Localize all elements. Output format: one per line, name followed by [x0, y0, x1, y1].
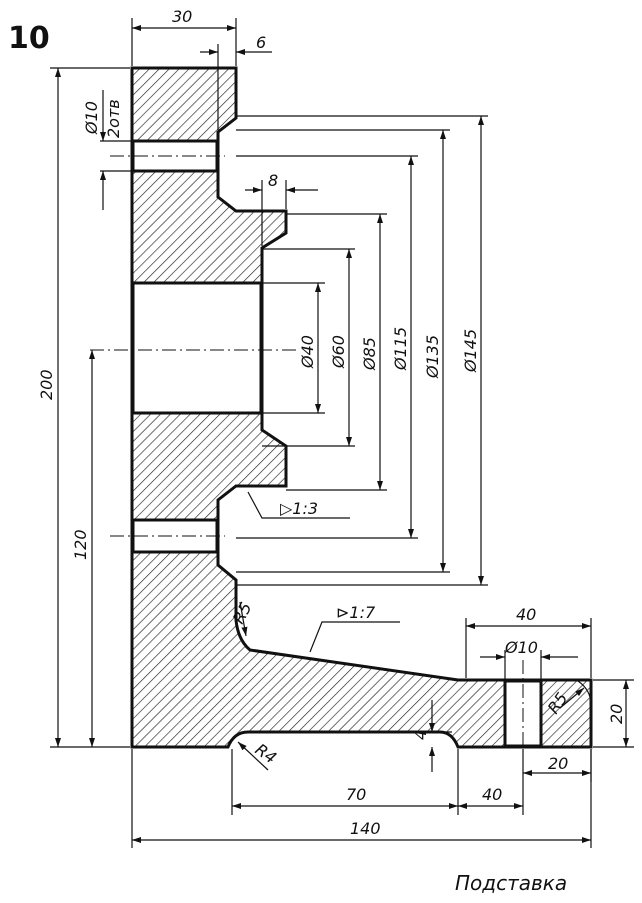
dim-recess: 4	[411, 730, 430, 740]
slope-label: ⊳1:7	[336, 603, 376, 622]
dim-total: 140	[350, 819, 381, 838]
dim-top-width: 30	[172, 7, 192, 26]
dim-gap40: 40	[482, 785, 502, 804]
foot-fillet	[577, 680, 592, 706]
dim-hole-count: 2отв	[104, 99, 123, 138]
dim-boss: 8	[268, 171, 278, 190]
dim-r4: R4	[252, 740, 280, 768]
dim-hole: Ø10	[82, 101, 101, 135]
figure-number: 10	[8, 21, 50, 56]
dim-gap70: 70	[346, 785, 366, 804]
dim-d145: Ø145	[461, 329, 480, 373]
dim-foot-height: 20	[607, 704, 626, 724]
dim-foot-offset: 20	[548, 754, 568, 773]
dim-d115: Ø115	[391, 327, 410, 371]
dim-d60: Ø60	[329, 335, 348, 369]
dim-d40: Ø40	[298, 335, 317, 369]
dim-height-total: 200	[37, 369, 56, 400]
dim-d85: Ø85	[360, 337, 379, 371]
central-bore	[131, 281, 263, 415]
dim-height-axis: 120	[71, 529, 90, 560]
dim-foot-hole: Ø10	[504, 638, 538, 657]
taper-label: ▷1:3	[280, 499, 318, 518]
dim-step: 6	[256, 33, 266, 52]
dim-d135: Ø135	[423, 335, 442, 379]
figure-caption: Подставка	[455, 871, 567, 895]
dimension-lines	[50, 18, 634, 848]
dim-foot-width: 40	[516, 605, 536, 624]
